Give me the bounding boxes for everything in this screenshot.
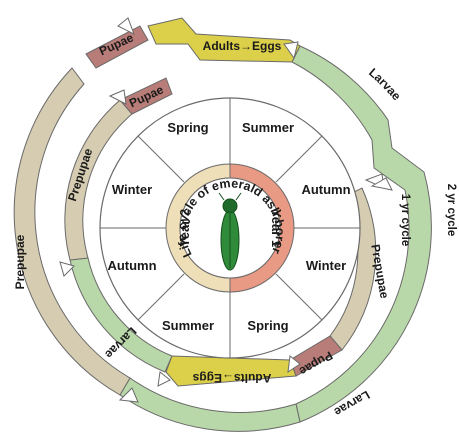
season-spring-bottom: Spring (247, 318, 288, 333)
outer-pupae-band (85, 25, 149, 69)
season-summer-bottom: Summer (162, 318, 214, 333)
season-autumn-right: Autumn (301, 182, 350, 197)
season-spring-top: Spring (167, 120, 208, 135)
season-winter-left: Winter (112, 182, 152, 197)
inner-pupae-band (119, 77, 173, 115)
beetle-icon (218, 192, 242, 271)
season-dividers (100, 98, 360, 358)
prepupae-outer-label: Prepupae (13, 234, 27, 289)
two-year-cycle-label: 2 yr cycle (445, 184, 457, 236)
outer-larvae-bottom-left (119, 377, 301, 432)
larvae-outer-right-path: Larvae (366, 65, 404, 103)
year2-label: Year 2 (177, 209, 192, 247)
season-winter-right: Winter (306, 258, 346, 273)
year1-label: Year 1 (269, 209, 284, 247)
outer-prepupae-band (13, 67, 131, 396)
larvae-outer-right-label: Larvae (366, 65, 404, 103)
one-year-cycle-label: 1 yr cycle (399, 194, 411, 246)
season-summer-top: Summer (242, 120, 294, 135)
top-adults-band (147, 17, 301, 63)
adults-eggs-bottom-label: Adults→Eggs (192, 371, 271, 385)
adults-eggs-top-label: Adults→Eggs (203, 39, 282, 53)
season-autumn-left: Autumn (107, 258, 156, 273)
arrow-markers (59, 17, 393, 403)
